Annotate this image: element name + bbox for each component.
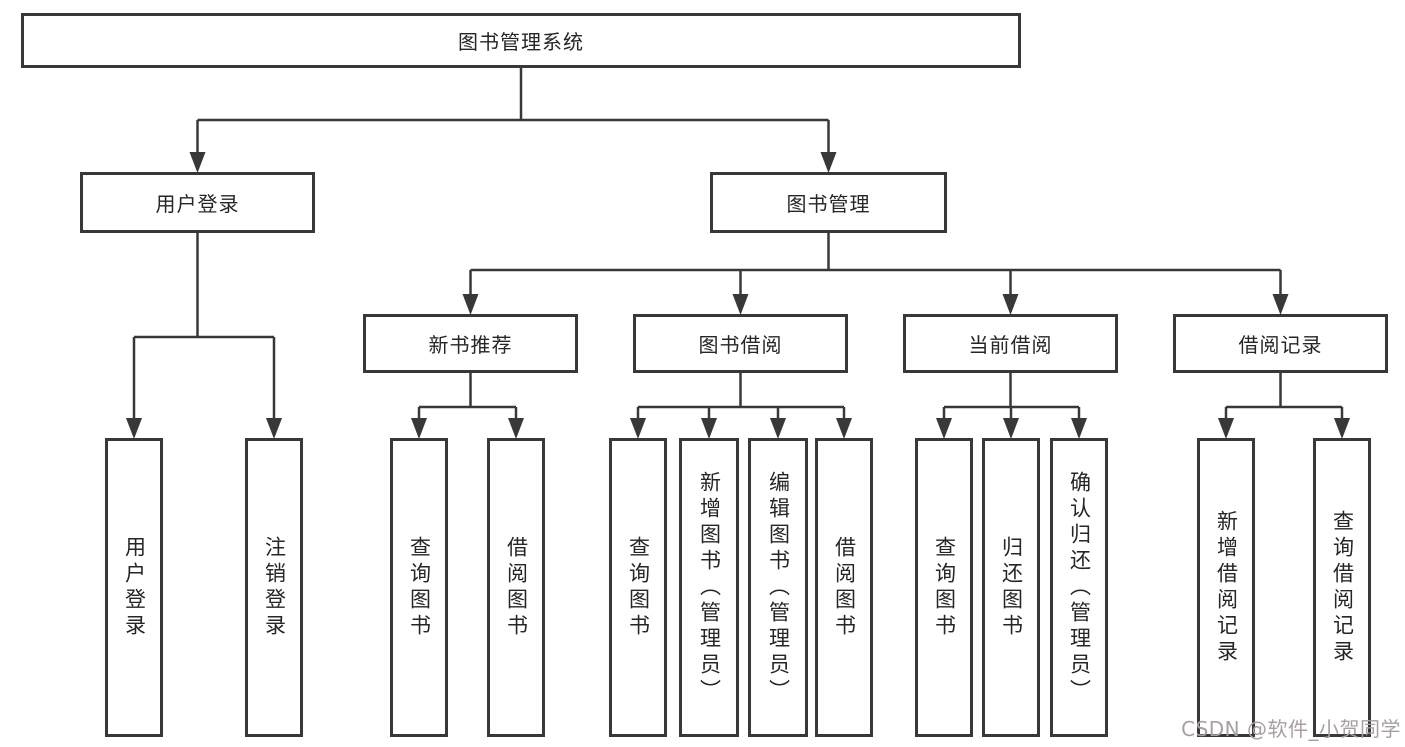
node-label: 归还图书 [999, 535, 1024, 640]
arrowhead-icon [126, 418, 142, 439]
arrowhead-icon [1003, 418, 1019, 439]
arrowhead-icon [820, 152, 837, 173]
arrowhead-icon [630, 418, 646, 439]
arrowhead-icon [770, 418, 786, 439]
node-label: 借阅图书 [504, 535, 529, 640]
node-leaf-bw-add: 新增图书（管理员） [679, 438, 739, 737]
node-leaf-cur-return: 归还图书 [982, 438, 1040, 737]
arrowhead-icon [936, 418, 952, 439]
node-leaf-cur-confirm: 确认归还（管理员） [1050, 438, 1108, 737]
node-label: 图书管理 [786, 192, 871, 216]
node-label: 用户登录 [122, 535, 147, 640]
node-label: 借阅图书 [832, 535, 857, 640]
node-label: 查询图书 [626, 535, 651, 640]
arrowhead-icon [1334, 418, 1350, 439]
node-label: 编辑图书（管理员） [766, 470, 791, 705]
arrowhead-icon [1071, 418, 1087, 439]
node-label: 确认归还（管理员） [1067, 470, 1092, 705]
node-label: 查询图书 [407, 535, 432, 640]
node-label: 查询图书 [932, 535, 957, 640]
arrowhead-icon [508, 418, 524, 439]
node-leaf-rec-query: 查询借阅记录 [1313, 438, 1371, 737]
watermark: CSDN @软件_小贺同学 [1181, 717, 1401, 741]
node-label: 图书管理系统 [458, 30, 584, 54]
node-label: 查询借阅记录 [1330, 509, 1355, 666]
arrowhead-icon [836, 418, 852, 439]
node-label: 注销登录 [262, 535, 287, 640]
node-label: 当前借阅 [968, 333, 1053, 357]
node-user-login-branch: 用户登录 [80, 172, 315, 233]
arrowhead-icon [266, 418, 282, 439]
arrowhead-icon [462, 294, 479, 315]
node-book-borrow: 图书借阅 [633, 314, 848, 373]
node-book-mgmt: 图书管理 [710, 172, 947, 233]
arrowhead-icon [1272, 294, 1289, 315]
node-root: 图书管理系统 [21, 13, 1021, 68]
node-new-books: 新书推荐 [363, 314, 578, 373]
node-leaf-user-login: 用户登录 [105, 438, 163, 737]
node-label: 借阅记录 [1238, 333, 1323, 357]
node-leaf-rec-add: 新增借阅记录 [1197, 438, 1255, 737]
node-leaf-logout: 注销登录 [245, 438, 303, 737]
arrowhead-icon [701, 418, 717, 439]
arrowhead-icon [411, 418, 427, 439]
node-label: 新增借阅记录 [1214, 509, 1239, 666]
node-leaf-bw-borrow: 借阅图书 [815, 438, 873, 737]
node-leaf-nb-borrow: 借阅图书 [487, 438, 545, 737]
arrowhead-icon [732, 294, 749, 315]
node-label: 用户登录 [155, 192, 240, 216]
node-label: 图书借阅 [698, 333, 783, 357]
node-leaf-bw-query: 查询图书 [609, 438, 667, 737]
node-leaf-nb-query: 查询图书 [390, 438, 448, 737]
arrowhead-icon [189, 152, 206, 173]
node-leaf-cur-query: 查询图书 [915, 438, 973, 737]
node-current-borrow: 当前借阅 [903, 314, 1118, 373]
node-label: 新书推荐 [428, 333, 513, 357]
arrowhead-icon [1002, 294, 1019, 315]
node-label: 新增图书（管理员） [697, 470, 722, 705]
node-leaf-bw-edit: 编辑图书（管理员） [748, 438, 808, 737]
node-borrow-records: 借阅记录 [1173, 314, 1388, 373]
arrowhead-icon [1218, 418, 1234, 439]
